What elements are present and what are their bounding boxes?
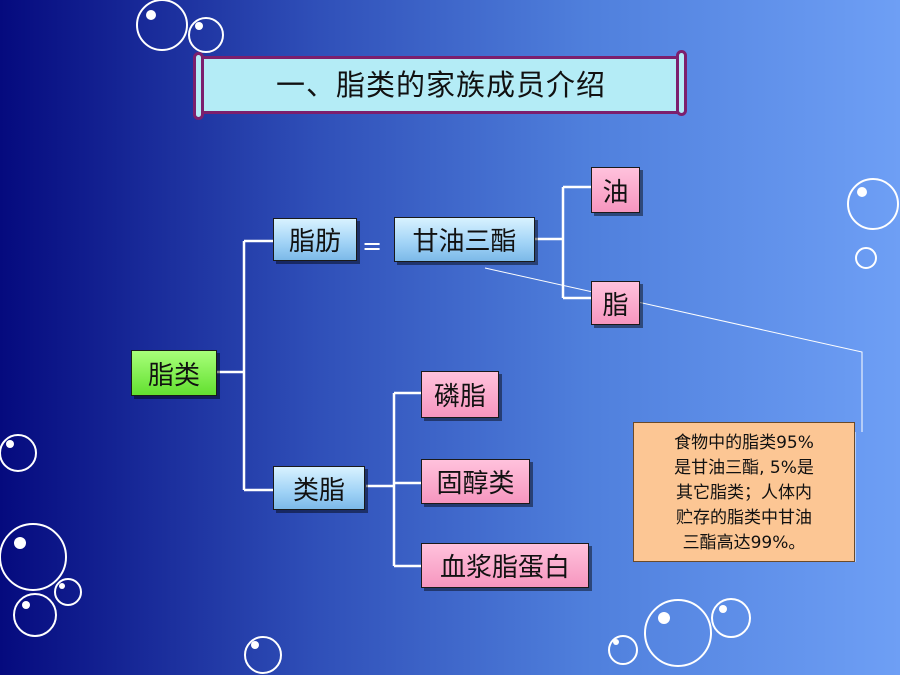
node-grease: 脂: [591, 281, 640, 325]
callout-line: [484, 267, 863, 432]
note-line: 是甘油三酯, 5%是: [674, 458, 814, 478]
note-line: 贮存的脂类中甘油: [676, 508, 812, 528]
bubble: [0, 434, 37, 472]
node-lipoprotein: 血浆脂蛋白: [421, 543, 589, 588]
note-box: 食物中的脂类95% 是甘油三酯, 5%是 其它脂类；人体内 贮存的脂类中甘油 三…: [633, 422, 855, 562]
bubble: [711, 598, 751, 638]
node-oil: 油: [591, 167, 640, 213]
node-triglyceride: 甘油三酯: [394, 217, 535, 262]
bubble: [244, 636, 282, 674]
bubble: [608, 635, 638, 665]
scroll-roll-left: [193, 52, 204, 120]
note-line: 其它脂类；人体内: [676, 483, 812, 503]
scroll-roll-right: [676, 50, 687, 116]
node-fat: 脂肪: [273, 218, 357, 261]
bubble: [855, 247, 877, 269]
bubble: [644, 599, 712, 667]
bubble: [136, 0, 188, 51]
bubble: [54, 578, 82, 606]
node-lipoid: 类脂: [273, 466, 365, 510]
bubble: [0, 523, 67, 591]
scroll-body: [202, 56, 680, 114]
note-line: 食物中的脂类95%: [674, 433, 814, 453]
equals-sign: =: [362, 232, 383, 260]
node-phospholipid: 磷脂: [421, 371, 499, 418]
bubble: [13, 593, 57, 637]
bubble: [847, 178, 899, 230]
node-lipid: 脂类: [131, 350, 217, 396]
page-title: 一、脂类的家族成员介绍: [275, 68, 606, 102]
title-banner: 一、脂类的家族成员介绍: [193, 50, 688, 120]
bubble: [188, 17, 224, 53]
note-line: 三酯高达99%。: [682, 533, 806, 553]
node-sterol: 固醇类: [421, 459, 530, 504]
